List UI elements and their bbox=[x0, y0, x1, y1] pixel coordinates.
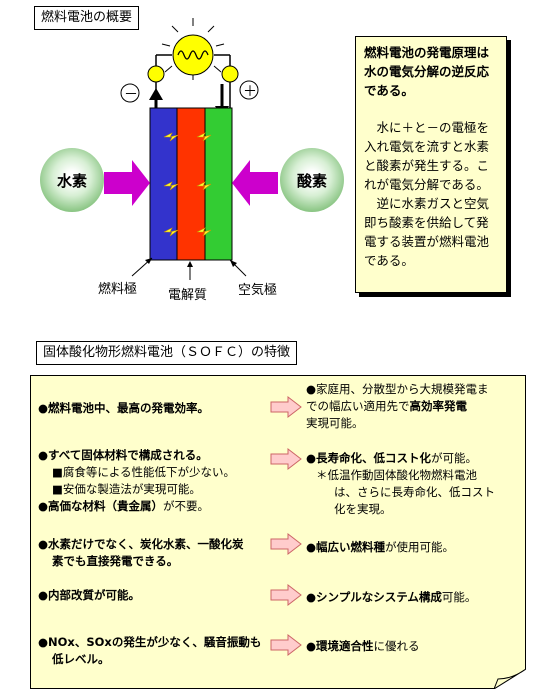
feature-6: ●NOx、SOxの発生が少なく、騒音振動も 低レベル。 bbox=[38, 635, 262, 666]
principle-box: 燃料電池の発電原理は水の電気分解の逆反応である。 水に＋と－の電極を入れ電気を流… bbox=[355, 36, 507, 293]
hydrogen-bubble: 水素 bbox=[40, 148, 104, 212]
electrolyte-label: 電解質 bbox=[168, 288, 208, 303]
spark-icons bbox=[163, 132, 212, 237]
arrow-right-icon-3 bbox=[270, 533, 302, 555]
section-title-sofc: 固体酸化物形燃料電池（ＳＯＦＣ）の特徴 bbox=[36, 341, 298, 365]
principle-lead: 燃料電池の発電原理は水の電気分解の逆反応である。 bbox=[364, 45, 490, 98]
minus-sign: － bbox=[124, 87, 138, 103]
fuel-cell-diagram bbox=[104, 18, 278, 280]
arrow-right-icon-1 bbox=[270, 396, 302, 418]
feature-5: ●内部改質が可能。 bbox=[38, 588, 141, 602]
result-5: ●環境適合性に優れる bbox=[306, 639, 420, 653]
arrow-up-icon bbox=[149, 88, 163, 100]
terminal-right-icon bbox=[221, 65, 239, 83]
result-3: ●幅広い燃料種が使用可能。 bbox=[306, 540, 455, 554]
features-panel bbox=[30, 375, 526, 689]
oxygen-inflow-arrow bbox=[232, 160, 278, 206]
arrow-right-icon-5 bbox=[270, 634, 302, 656]
fuel-electrode-layer bbox=[149, 107, 178, 261]
page-curl-icon bbox=[494, 669, 526, 689]
hydrogen-inflow-arrow bbox=[104, 160, 150, 206]
arrow-right-icon-2 bbox=[270, 448, 302, 470]
hydrogen-label: 水素 bbox=[56, 171, 87, 190]
arrow-right-icon-4 bbox=[270, 584, 302, 606]
oxygen-label: 酸素 bbox=[296, 171, 327, 190]
light-bulb-icon bbox=[161, 18, 225, 80]
principle-para-1: 水に＋と－の電極を入れ電気を流すと水素と酸素が発生する。これが電気分解である。 bbox=[364, 120, 490, 192]
feature-1: ●燃料電池中、最高の発電効率。 bbox=[38, 401, 210, 415]
result-4: ●シンプルなシステム構成可能。 bbox=[306, 590, 477, 604]
fuel-electrode-label: 燃料極 bbox=[98, 282, 138, 297]
air-electrode-layer bbox=[204, 107, 233, 261]
feature-4: ●水素だけでなく、炭化水素、一酸化炭 素でも直接発電できる。 bbox=[38, 537, 244, 568]
principle-para-2: 逆に水素ガスと空気即ち酸素を供給して発電する装置が燃料電池である。 bbox=[364, 196, 490, 268]
oxygen-bubble: 酸素 bbox=[280, 148, 344, 212]
result-2: ●長寿命化、低コスト化が可能。 ＊低温作動固体酸化物燃料電池 は、さらに長寿命化… bbox=[306, 451, 495, 516]
feature-2: ●すべて固体材料で構成される。 ■腐食等による性能低下が少ない。 ■安価な製造法… bbox=[38, 448, 236, 513]
plus-sign: ＋ bbox=[243, 84, 257, 100]
air-electrode-label: 空気極 bbox=[238, 283, 278, 298]
result-1: ●家庭用、分散型から大規模発電ま での幅広い適用先で高効率発電 実現可能。 bbox=[306, 382, 489, 430]
terminal-left-icon bbox=[147, 65, 165, 83]
section-title-overview: 燃料電池の概要 bbox=[34, 6, 140, 30]
